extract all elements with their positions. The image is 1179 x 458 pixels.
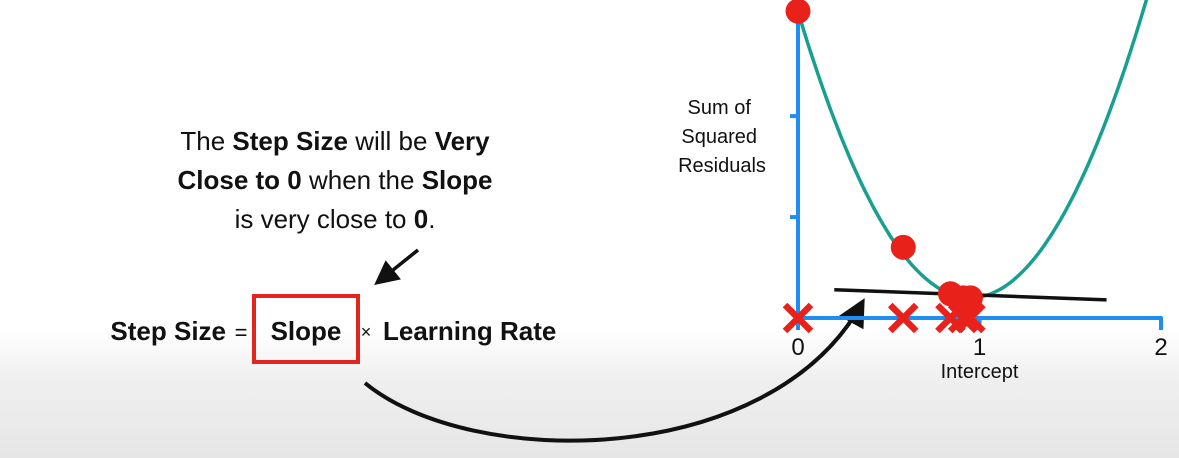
data-point [957,285,983,311]
x-tick-label: 0 [791,334,804,361]
equation-rate: Learning Rate [383,316,556,346]
x-ticks: 0 1 2 [791,318,1168,361]
annotation-arrow [374,248,420,286]
slope-highlight-box [252,294,360,364]
data-point [785,0,811,24]
x-marker [947,302,979,334]
equation-times: × [361,322,372,342]
y-axis-label-line-3: Residuals [678,155,766,177]
equation-slope: Slope [271,316,342,346]
equation-lhs: Step Size [110,316,226,346]
x-marker [782,302,814,334]
data-points [785,0,983,311]
annotation-line-2: Close to 0 when the Slope [177,165,492,195]
annotation-text: The Step Size will be Very Close to 0 wh… [177,126,492,234]
x-markers [782,302,986,334]
equation-equals: = [235,320,248,345]
x-marker [887,302,919,334]
ssr-curve [792,0,1149,300]
x-axis-label: Intercept [941,361,1019,383]
annotation-line-1: The Step Size will be Very [180,126,490,156]
y-axis-label-line-2: Squared [681,126,757,148]
y-axis-label-line-1: Sum of [688,97,752,119]
y-axis-label: Sum of Squared Residuals [678,97,766,177]
data-point [890,234,916,260]
x-tick-label: 2 [1154,334,1167,361]
annotation-line-3: is very close to 0. [235,204,436,234]
curved-arrow [363,298,865,443]
x-tick-label: 1 [973,334,986,361]
ssr-chart: Sum of Squared Residuals 0 1 2 Intercept [678,0,1168,383]
equation: Step Size = Slope × Learning Rate [110,294,556,364]
x-marker [955,302,986,334]
